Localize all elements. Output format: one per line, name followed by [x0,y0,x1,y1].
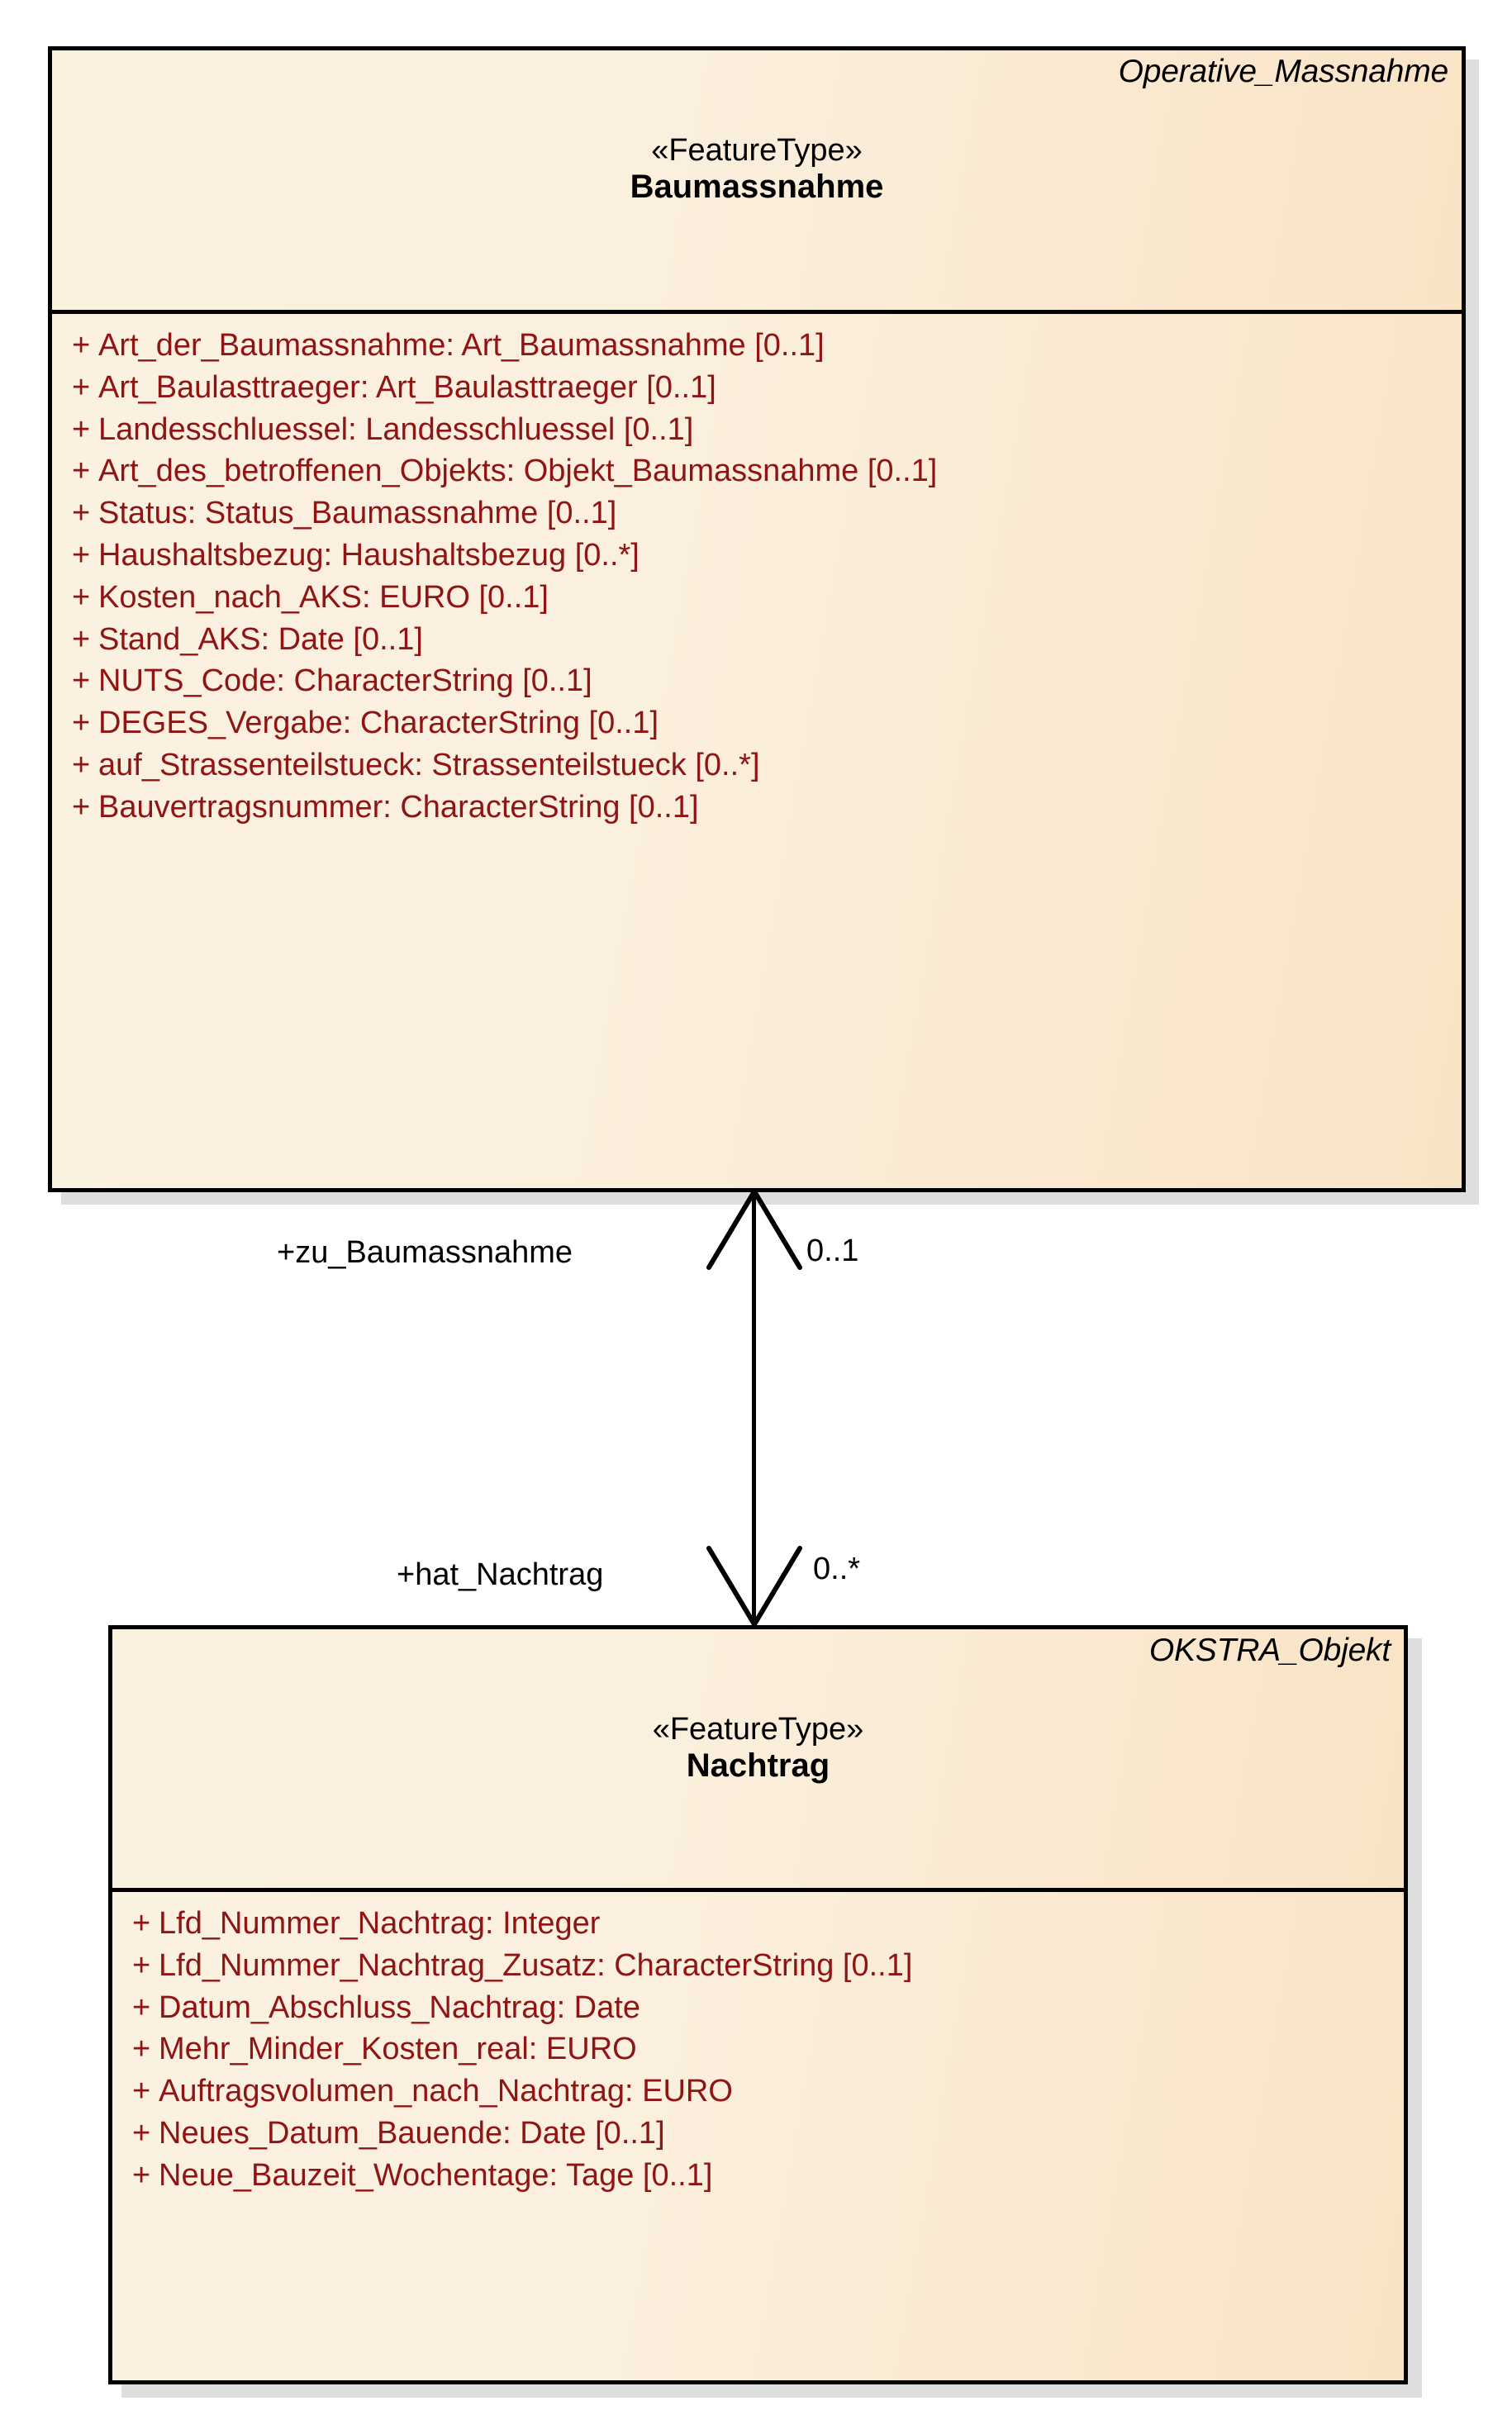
attribute-row[interactable]: + Haushaltsbezug: Haushaltsbezug [0..*] [52,537,1462,573]
class-baumassnahme-stereotype: «FeatureType» [651,133,863,168]
class-nachtrag[interactable]: OKSTRA_Objekt «FeatureType» Nachtrag + L… [108,1625,1408,2384]
attribute-row[interactable]: + Landesschluessel: Landesschluessel [0.… [52,411,1462,448]
attribute-signature: Mehr_Minder_Kosten_real: EURO [159,2032,637,2067]
attribute-row[interactable]: + Art_der_Baumassnahme: Art_Baumassnahme… [52,328,1462,364]
attribute-visibility: + [132,2032,151,2067]
class-nachtrag-header: OKSTRA_Objekt «FeatureType» Nachtrag [112,1629,1404,1892]
attribute-visibility: + [132,1947,151,1983]
association-target-role: +hat_Nachtrag [397,1557,604,1592]
attribute-row[interactable]: + NUTS_Code: CharacterString [0..1] [52,664,1462,699]
attribute-row[interactable]: + Kosten_nach_AKS: EURO [0..1] [52,579,1462,616]
attribute-visibility: + [132,2157,151,2193]
association-source-role: +zu_Baumassnahme [277,1235,573,1270]
attribute-row[interactable]: + Lfd_Nummer_Nachtrag_Zusatz: CharacterS… [112,1947,1404,1984]
attribute-visibility: + [72,747,91,782]
attribute-visibility: + [72,537,91,573]
attribute-row[interactable]: + Auftragsvolumen_nach_Nachtrag: EURO [112,2074,1404,2109]
attribute-signature: Neue_Bauzeit_Wochentage: Tage [0..1] [159,2157,713,2193]
attribute-visibility: + [72,369,91,405]
attribute-signature: Status: Status_Baumassnahme [0..1] [98,496,617,531]
attribute-row[interactable]: + DEGES_Vergabe: CharacterString [0..1] [52,706,1462,741]
class-baumassnahme-attributes: + Art_der_Baumassnahme: Art_Baumassnahme… [52,314,1462,825]
attribute-signature: Auftragsvolumen_nach_Nachtrag: EURO [159,2074,733,2109]
attribute-row[interactable]: + Neue_Bauzeit_Wochentage: Tage [0..1] [112,2157,1404,2194]
attribute-signature: DEGES_Vergabe: CharacterString [0..1] [98,706,659,741]
attribute-signature: Lfd_Nummer_Nachtrag: Integer [159,1906,601,1941]
attribute-row[interactable]: + Neues_Datum_Bauende: Date [0..1] [112,2115,1404,2151]
attribute-row[interactable]: + Stand_AKS: Date [0..1] [52,621,1462,658]
attribute-visibility: + [72,579,91,615]
class-nachtrag-attributes: + Lfd_Nummer_Nachtrag: Integer + Lfd_Num… [112,1892,1404,2194]
attribute-visibility: + [72,496,91,531]
attribute-visibility: + [72,789,91,825]
attribute-visibility: + [72,621,91,657]
attribute-signature: auf_Strassenteilstueck: Strassenteilstue… [98,747,760,782]
association-target-multiplicity: 0..* [813,1552,861,1586]
attribute-signature: Datum_Abschluss_Nachtrag: Date [159,1990,640,2025]
attribute-visibility: + [72,706,91,741]
class-baumassnahme-header: Operative_Massnahme «FeatureType» Baumas… [52,50,1462,314]
attribute-row[interactable]: + Lfd_Nummer_Nachtrag: Integer [112,1906,1404,1942]
attribute-visibility: + [72,663,91,699]
attribute-visibility: + [72,411,91,447]
class-baumassnahme[interactable]: Operative_Massnahme «FeatureType» Baumas… [48,46,1466,1192]
attribute-visibility: + [72,454,91,489]
attribute-row[interactable]: + Bauvertragsnummer: CharacterString [0.… [52,789,1462,825]
class-baumassnahme-name: Baumassnahme [630,168,884,205]
attribute-visibility: + [132,2115,151,2151]
attribute-row[interactable]: + Art_Baulasttraeger: Art_Baulasttraeger… [52,369,1462,406]
attribute-signature: Art_des_betroffenen_Objekts: Objekt_Baum… [98,454,938,489]
attribute-signature: Bauvertragsnummer: CharacterString [0..1… [98,789,699,825]
class-nachtrag-package: OKSTRA_Objekt [1148,1633,1391,1668]
attribute-signature: Kosten_nach_AKS: EURO [0..1] [98,579,549,615]
attribute-visibility: + [132,1990,151,2025]
attribute-signature: Art_der_Baumassnahme: Art_Baumassnahme [… [98,328,825,363]
attribute-visibility: + [132,2074,151,2109]
class-baumassnahme-package: Operative_Massnahme [1118,54,1449,89]
association-source-multiplicity: 0..1 [806,1234,859,1268]
class-nachtrag-stereotype: «FeatureType» [652,1712,864,1747]
attribute-row[interactable]: + Mehr_Minder_Kosten_real: EURO [112,2032,1404,2067]
attribute-visibility: + [72,328,91,363]
association-arrowhead-up [696,1188,813,1274]
attribute-signature: Lfd_Nummer_Nachtrag_Zusatz: CharacterStr… [159,1947,913,1983]
association-arrowhead-down [696,1542,813,1628]
attribute-signature: Landesschluessel: Landesschluessel [0..1… [98,411,694,447]
attribute-signature: NUTS_Code: CharacterString [0..1] [98,663,592,699]
attribute-row[interactable]: + Status: Status_Baumassnahme [0..1] [52,496,1462,531]
attribute-row[interactable]: + Art_des_betroffenen_Objekts: Objekt_Ba… [52,454,1462,489]
attribute-row[interactable]: + Datum_Abschluss_Nachtrag: Date [112,1990,1404,2026]
class-nachtrag-name: Nachtrag [686,1747,830,1784]
association-line[interactable] [752,1192,756,1626]
attribute-signature: Art_Baulasttraeger: Art_Baulasttraeger [… [98,369,716,405]
attribute-signature: Haushaltsbezug: Haushaltsbezug [0..*] [98,537,640,573]
attribute-visibility: + [132,1906,151,1941]
attribute-signature: Neues_Datum_Bauende: Date [0..1] [159,2115,665,2151]
attribute-row[interactable]: + auf_Strassenteilstueck: Strassenteilst… [52,747,1462,783]
attribute-signature: Stand_AKS: Date [0..1] [98,621,423,657]
